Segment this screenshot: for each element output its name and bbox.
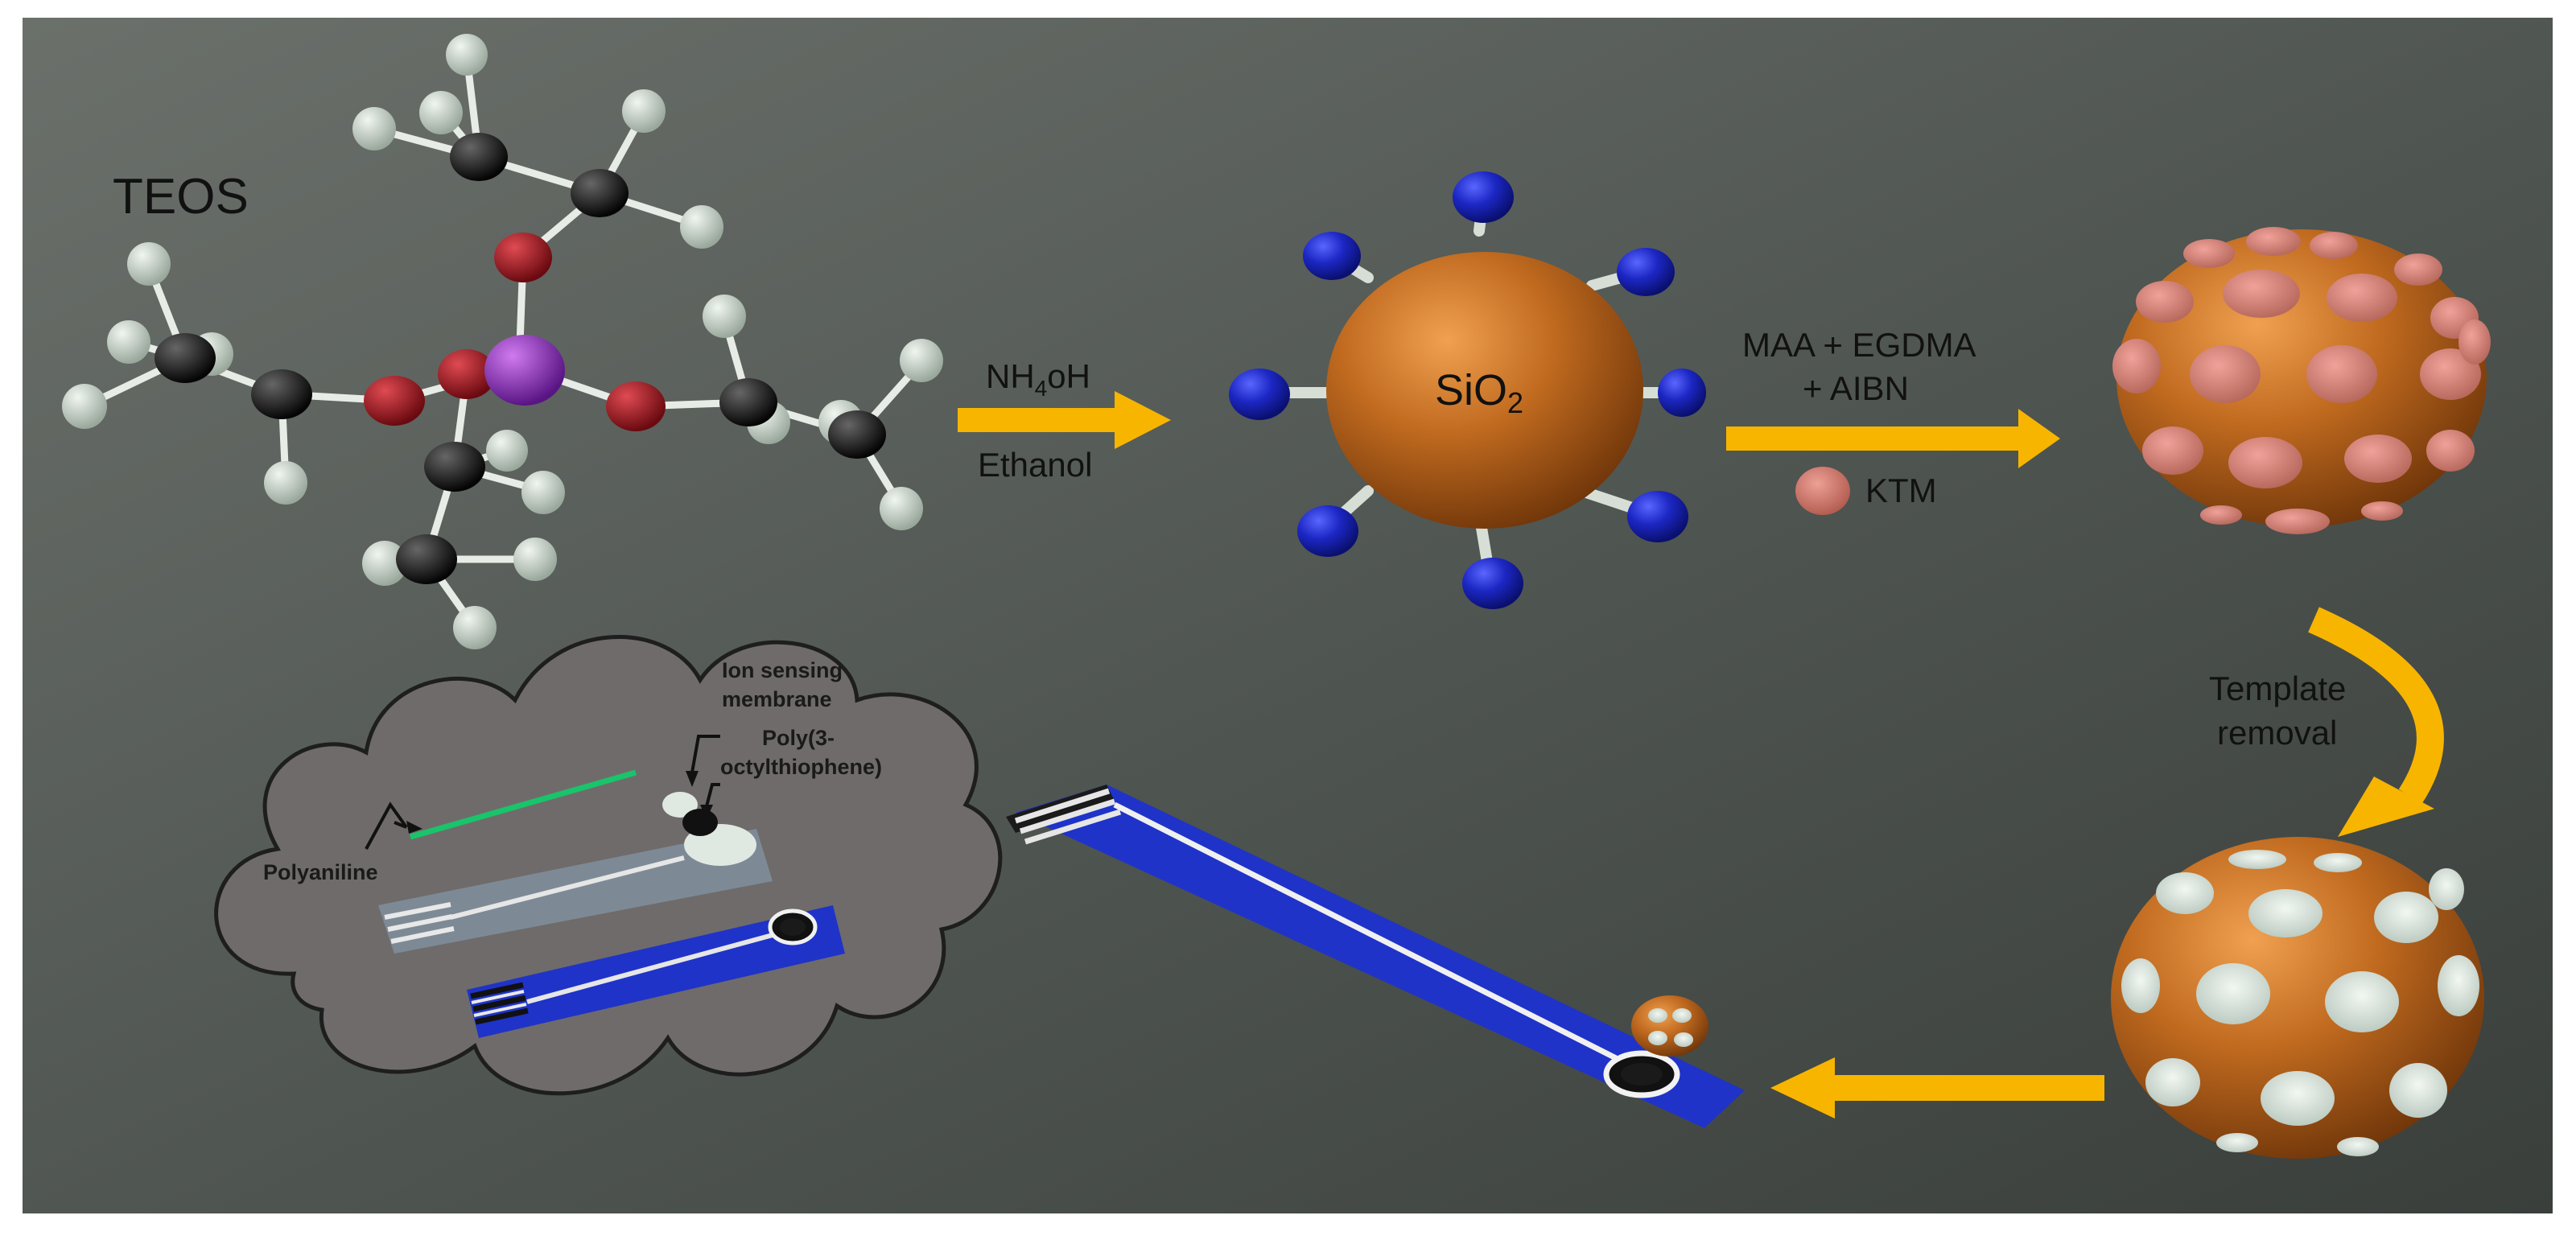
- polyaniline-label: Polyaniline: [263, 860, 378, 884]
- arrow-step2: [1726, 409, 2060, 468]
- sensor-layers-cloud-icon: [214, 635, 1003, 1096]
- imprinted-sphere-icon: [2112, 227, 2491, 534]
- template-removal-arrowhead: [2338, 777, 2434, 837]
- template-removal-arrow: [2308, 607, 2444, 805]
- poly-line2: octylthiophene): [720, 755, 882, 779]
- teos-label: TEOS: [113, 169, 249, 225]
- step1-solvent-label: Ethanol: [978, 446, 1092, 484]
- ktm-template-icon: [1795, 467, 1850, 515]
- step1-reagent-label: NH4oH: [986, 357, 1090, 401]
- ktm-label: KTM: [1865, 472, 1937, 509]
- arrow-to-sensor: [1770, 1057, 2104, 1119]
- cavity-sphere-icon: [2111, 837, 2484, 1159]
- ion-membrane-line1: Ion sensing: [722, 658, 843, 682]
- ion-membrane-line2: membrane: [722, 687, 832, 711]
- amine-silica-sphere-icon: [1229, 171, 1706, 609]
- poly-line1: Poly(3-: [762, 726, 835, 750]
- sio2-label: SiO2: [1435, 366, 1523, 419]
- step2-line2: + AIBN: [1803, 369, 1909, 407]
- teos-molecule-icon: [62, 34, 943, 649]
- arrow-step1: [958, 391, 1171, 449]
- step2-line1: MAA + EGDMA: [1742, 326, 1976, 364]
- removal-line2: removal: [2217, 714, 2337, 752]
- removal-line1: Template: [2209, 670, 2346, 707]
- screen-printed-electrode-icon: [1006, 785, 1745, 1128]
